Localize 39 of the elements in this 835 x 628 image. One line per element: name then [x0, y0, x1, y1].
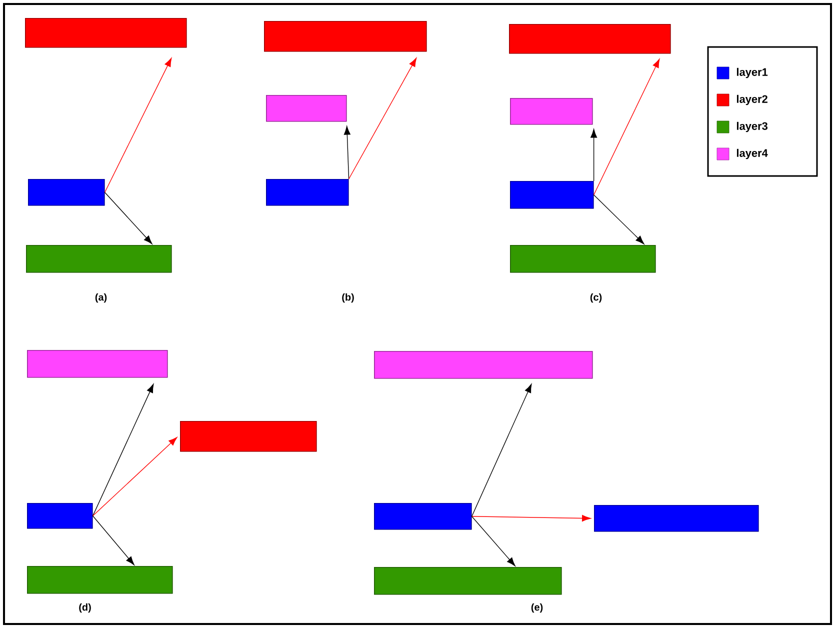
layer-bar — [510, 181, 594, 209]
layer-bar — [26, 245, 172, 273]
layer-bar — [374, 567, 562, 595]
arrow — [593, 58, 660, 196]
layer-bar — [27, 350, 168, 378]
layer-bar — [510, 245, 656, 273]
layer-bar — [374, 503, 472, 530]
layer-bar — [374, 351, 593, 379]
arrow — [104, 58, 172, 193]
arrow — [92, 516, 134, 566]
arrow — [92, 384, 154, 516]
layer-bar — [27, 566, 173, 594]
arrow — [104, 192, 152, 244]
layer-bar — [594, 505, 759, 532]
arrow — [471, 516, 516, 566]
arrow — [593, 194, 644, 244]
arrow — [590, 128, 598, 182]
legend-label: layer3 — [736, 122, 768, 132]
panel-label: (d) — [79, 603, 91, 613]
panel-label: (b) — [342, 293, 354, 303]
layer-bar — [266, 95, 347, 122]
layer-bar — [510, 98, 593, 125]
legend-label: layer4 — [736, 148, 768, 160]
arrow — [348, 58, 417, 180]
layer-bar — [509, 24, 671, 54]
layer-bar — [264, 21, 427, 52]
arrow — [471, 514, 591, 522]
legend-label: layer2 — [736, 94, 768, 106]
arrow — [92, 437, 178, 516]
layer-bar — [266, 179, 349, 206]
panel-label: (a) — [95, 293, 107, 303]
layer-bar — [180, 421, 317, 452]
layer-bar — [28, 179, 105, 206]
panel-label: (c) — [590, 293, 602, 303]
layer-bar — [27, 503, 93, 529]
legend-label: layer1 — [736, 68, 768, 78]
arrow — [471, 384, 532, 517]
arrow — [344, 126, 350, 180]
layer-bar — [25, 18, 187, 48]
